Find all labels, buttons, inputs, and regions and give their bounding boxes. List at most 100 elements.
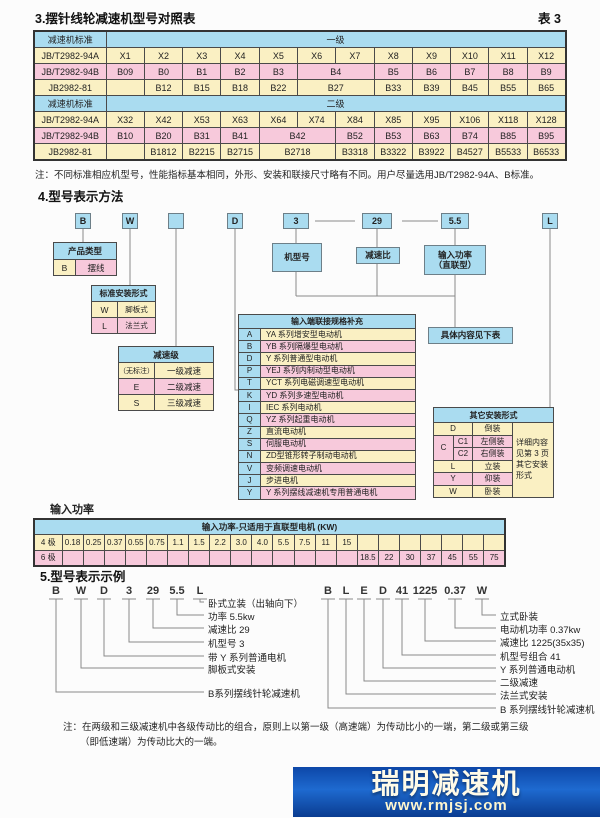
power-value-cell — [293, 549, 316, 567]
power-value-cell — [335, 549, 358, 567]
example-code-letter: W — [75, 585, 87, 597]
om-desc: 仰装 — [472, 472, 513, 486]
model-cell: X74 — [296, 111, 337, 128]
example-code-letter: 41 — [395, 585, 409, 597]
stage-code: E — [118, 378, 155, 395]
om-code: L — [433, 459, 473, 473]
model-cell: B2718 — [258, 143, 337, 161]
motor-code: Z — [238, 425, 261, 439]
power-value-cell — [272, 549, 295, 567]
model-cell: X84 — [335, 111, 375, 128]
standard-mount-table: 标准安装形式 W 脚板式 L 法兰式 — [91, 285, 156, 334]
motor-desc: YZ 系列起重电动机 — [260, 413, 416, 427]
power-value-cell — [441, 534, 464, 551]
model-cell: B6 — [411, 63, 452, 80]
model-cell: X95 — [411, 111, 452, 128]
power-table-header: 输入功率-只适用于直联型电机 (KW) — [33, 518, 506, 535]
mount-code: L — [91, 317, 118, 334]
input-power-box-line1: 输入功率 — [437, 249, 472, 260]
standard-mount-header: 标准安装形式 — [91, 285, 156, 302]
code-box-motor: D — [227, 213, 243, 229]
row-label: JB/T2982-94B — [33, 63, 107, 80]
power-value-cell — [124, 549, 147, 567]
power-section-label: 输入功率 — [50, 504, 94, 516]
model-cell: B4527 — [450, 143, 490, 161]
model-cell: B0 — [143, 63, 184, 80]
code-box-power: 5.5 — [441, 213, 469, 229]
row-label: JB/T2982-94B — [33, 127, 107, 144]
model-cell: X128 — [526, 111, 567, 128]
example-label: 电动机功率 0.37kw — [500, 625, 581, 636]
example-code-letter: L — [342, 585, 350, 597]
motor-desc: 伺服电动机 — [260, 437, 416, 451]
model-cell: B2715 — [220, 143, 260, 161]
power-value-cell: 1.5 — [188, 534, 211, 551]
example-code-letter: 1225 — [412, 585, 438, 597]
model-cell: B1 — [182, 63, 222, 80]
example-code-letter: D — [100, 585, 108, 597]
power-value-cell: 22 — [377, 549, 401, 567]
model-cell: X6 — [296, 47, 337, 64]
stage-code: S — [118, 394, 155, 411]
code-box-othermount: L — [542, 213, 558, 229]
mount-code: W — [91, 301, 118, 318]
model-cell: B10 — [105, 127, 145, 144]
product-type-desc: 摆线 — [74, 259, 118, 276]
model-cell: B31 — [182, 127, 222, 144]
note-ratio-combination-line1: 注：在两级和三级减速机中各级传动比的组合，原则上以第一级（高速端）为传动比小的一… — [63, 722, 529, 733]
model-cell: B3322 — [373, 143, 413, 161]
model-cell: X42 — [143, 111, 184, 128]
power-value-cell: 5.5 — [272, 534, 295, 551]
model-cell: B3 — [258, 63, 298, 80]
stage-code: （无标注） — [118, 362, 155, 379]
model-cell: B55 — [488, 79, 528, 96]
motor-code: Q — [238, 413, 261, 427]
model-cell: X7 — [335, 47, 375, 64]
power-value-cell: 30 — [398, 549, 422, 567]
model-cell: B18 — [220, 79, 260, 96]
example-code-letter: 29 — [146, 585, 160, 597]
power-value-cell: 0.37 — [103, 534, 126, 551]
motor-code: V — [238, 462, 261, 476]
row-label: 减速机标准 — [33, 95, 107, 112]
power-value-cell: 11 — [314, 534, 337, 551]
om-code: C — [433, 434, 454, 461]
example-label: 脚板式安装 — [208, 665, 256, 676]
model-cell: X10 — [450, 47, 490, 64]
power-value-cell — [82, 549, 105, 567]
example-code-letter: B — [324, 585, 332, 597]
power-value-cell — [377, 534, 401, 551]
power-value-cell — [398, 534, 422, 551]
model-cell: B5 — [373, 63, 413, 80]
example-label: 减速比 29 — [208, 625, 250, 636]
power-value-cell: 1.1 — [166, 534, 190, 551]
motor-code: Y — [238, 486, 261, 500]
power-value-cell: 15 — [335, 534, 358, 551]
logo-url: www.rmjsj.com — [385, 796, 508, 814]
model-cell: B63 — [411, 127, 452, 144]
om-desc: 左侧装 — [472, 434, 513, 448]
power-value-cell: 2.2 — [209, 534, 232, 551]
stage-desc: 三级减速 — [153, 394, 215, 411]
motor-desc: 变频调速电动机 — [260, 462, 416, 476]
input-power-box-line2: （直联型） — [433, 260, 477, 270]
note-standards: 注：不同标准相应机型号，性能指标基本相同，外形、安装和联接尺寸略有不同。用户尽量… — [35, 170, 540, 181]
model-cell: B42 — [258, 127, 337, 144]
model-cell: B3922 — [411, 143, 452, 161]
section3-title: 3.摆针线轮减速机型号对照表 — [35, 12, 196, 26]
model-cell: B41 — [220, 127, 260, 144]
model-cell: X53 — [182, 111, 222, 128]
motor-desc: Y 系列普通型电动机 — [260, 352, 416, 366]
motor-code: P — [238, 364, 261, 378]
